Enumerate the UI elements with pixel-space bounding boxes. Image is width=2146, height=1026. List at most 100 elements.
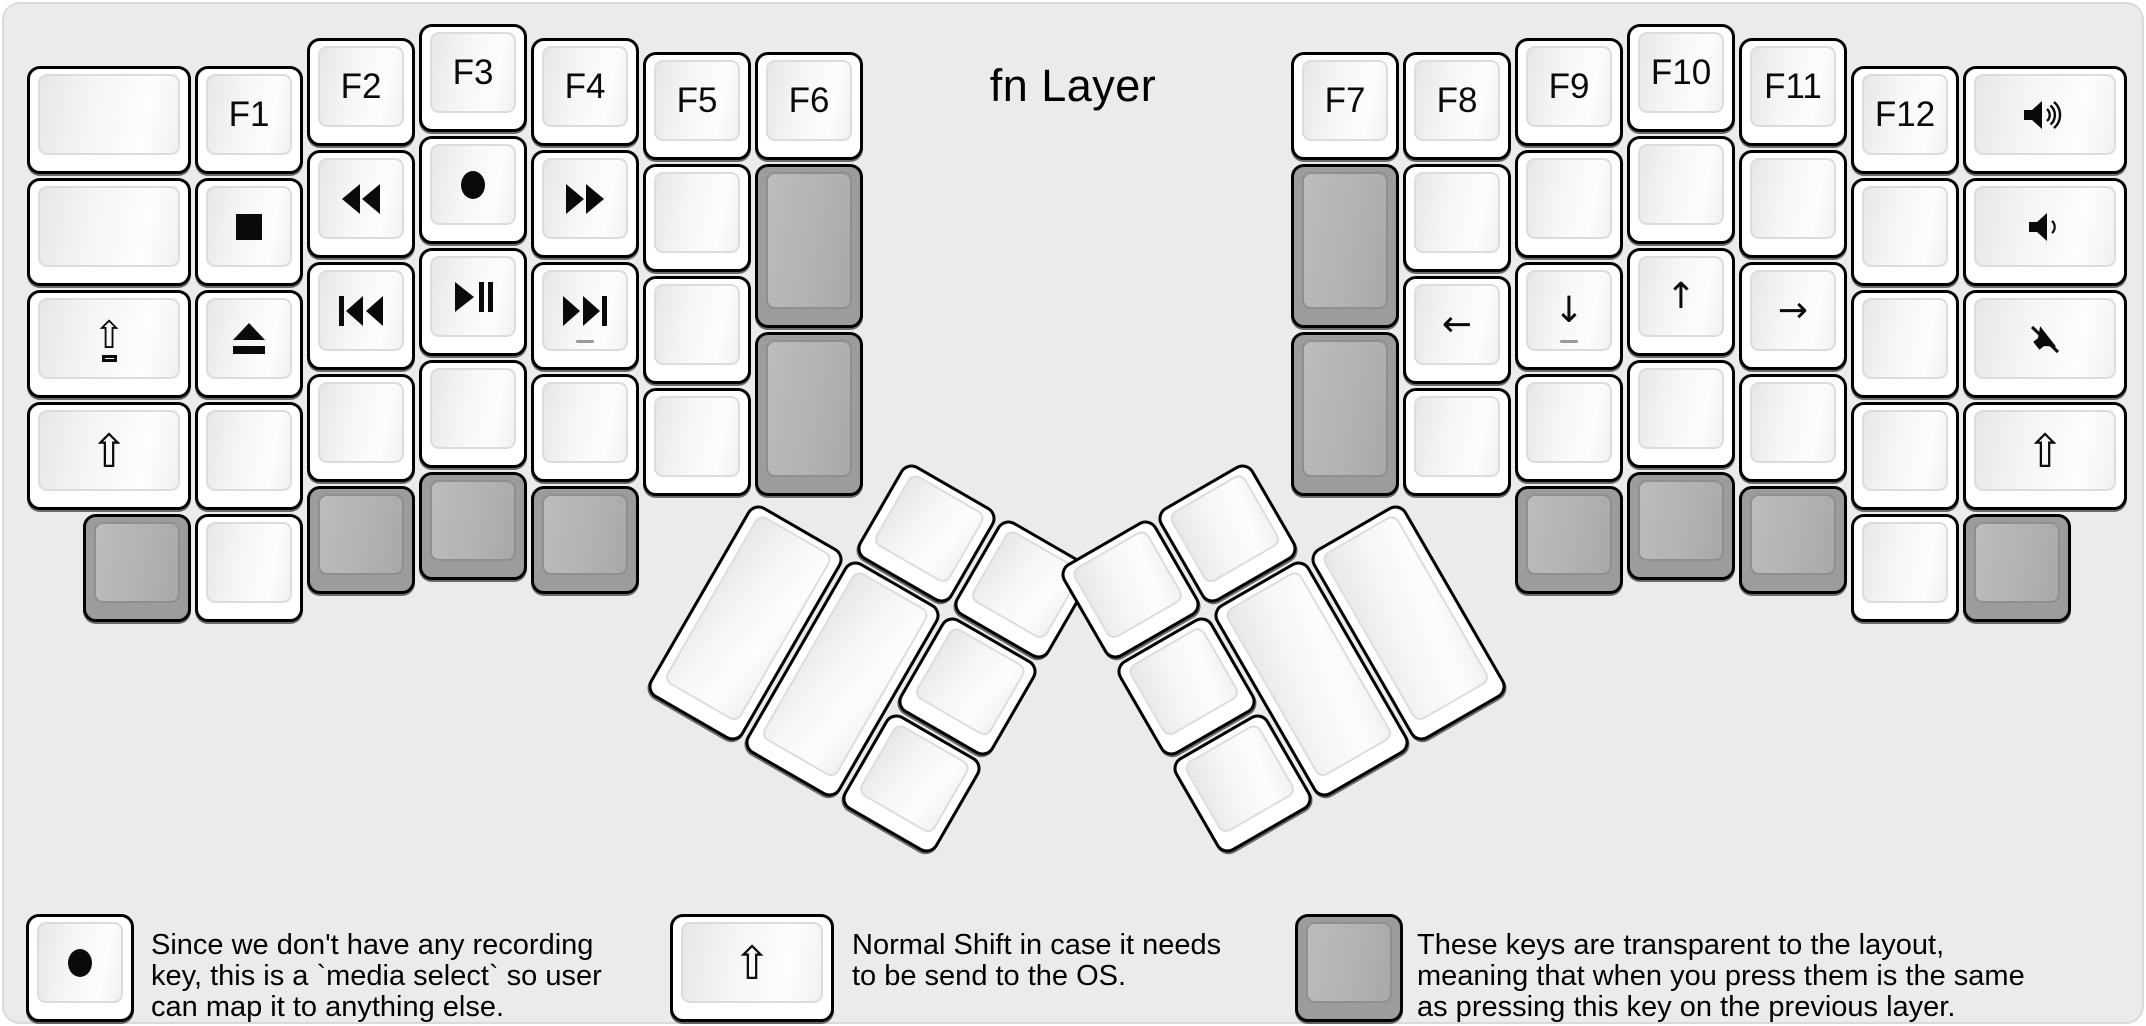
key-blank[interactable]: [1403, 388, 1511, 496]
key-arrow-right[interactable]: →: [1739, 262, 1847, 370]
key-transparent[interactable]: [83, 514, 191, 622]
key-label: ←: [1441, 303, 1473, 345]
key-cap: [1862, 522, 1948, 603]
key-label: F3: [452, 52, 494, 92]
key-media-select[interactable]: [419, 136, 527, 244]
key-blank[interactable]: [643, 388, 751, 496]
record-icon: [63, 945, 97, 981]
key-label: F5: [676, 80, 718, 120]
key-cap: [430, 144, 516, 225]
key-cap: [430, 256, 516, 337]
key-blank[interactable]: [1739, 374, 1847, 482]
key-transparent[interactable]: [307, 486, 415, 594]
key-blank[interactable]: [1851, 514, 1959, 622]
key-blank[interactable]: [643, 164, 751, 272]
key-blank[interactable]: [307, 374, 415, 482]
key-play-pause[interactable]: [419, 248, 527, 356]
key-stop[interactable]: [195, 178, 303, 286]
key-caps-lock[interactable]: ⇧: [27, 290, 191, 398]
key-transparent[interactable]: [1963, 514, 2071, 622]
key-transparent[interactable]: [755, 164, 863, 328]
key-blank[interactable]: [1515, 150, 1623, 258]
key-blank[interactable]: [27, 178, 191, 286]
shift-icon: ⇧: [89, 423, 129, 478]
key-prev-track[interactable]: [307, 262, 415, 370]
key-cap: [318, 270, 404, 351]
key-f5[interactable]: F5: [643, 52, 751, 160]
key-blank[interactable]: [27, 66, 191, 174]
key-cap: [542, 494, 628, 575]
eject-icon: [230, 322, 268, 356]
key-cap: →: [1750, 270, 1836, 351]
key-label: F6: [788, 80, 830, 120]
key-arrow-up[interactable]: ↑: [1627, 248, 1735, 356]
key-blank[interactable]: [643, 276, 751, 384]
key-eject[interactable]: [195, 290, 303, 398]
key-label: F11: [1764, 66, 1822, 106]
key-blank[interactable]: [1739, 150, 1847, 258]
key-transparent[interactable]: [419, 472, 527, 580]
key-volume-up[interactable]: [1963, 66, 2127, 174]
key-f6[interactable]: F6: [755, 52, 863, 160]
key-cap: [1862, 410, 1948, 491]
key-f8[interactable]: F8: [1403, 52, 1511, 160]
key-volume-down[interactable]: [1963, 178, 2127, 286]
key-cap: F1: [206, 74, 292, 155]
legend-line: Normal Shift in case it needs: [852, 929, 1222, 961]
key-f9[interactable]: F9: [1515, 38, 1623, 146]
key-mute[interactable]: [1963, 290, 2127, 398]
key-transparent[interactable]: [1739, 486, 1847, 594]
key-blank[interactable]: [195, 402, 303, 510]
key-f11[interactable]: F11: [1739, 38, 1847, 146]
key-f12[interactable]: F12: [1851, 66, 1959, 174]
key-f7[interactable]: F7: [1291, 52, 1399, 160]
key-cap: ↓: [1526, 270, 1612, 351]
key-transparent[interactable]: [1515, 486, 1623, 594]
key-cap: [654, 172, 740, 253]
key-shift-left[interactable]: ⇧: [27, 402, 191, 510]
key-transparent[interactable]: [1291, 332, 1399, 496]
key-blank[interactable]: [1851, 290, 1959, 398]
key-blank[interactable]: [1851, 178, 1959, 286]
key-rewind[interactable]: [307, 150, 415, 258]
key-f1[interactable]: F1: [195, 66, 303, 174]
fast-forward-icon: [565, 183, 605, 215]
key-cap: ⇧: [38, 410, 180, 491]
key-cap: [38, 186, 180, 267]
key-transparent[interactable]: [755, 332, 863, 496]
key-f10[interactable]: F10: [1627, 24, 1735, 132]
key-blank[interactable]: [531, 374, 639, 482]
key-transparent[interactable]: [1291, 164, 1399, 328]
key-f3[interactable]: F3: [419, 24, 527, 132]
key-cap: F9: [1526, 46, 1612, 127]
legend-line: key, this is a `media select` so user: [151, 960, 602, 992]
key-transparent[interactable]: [1627, 472, 1735, 580]
key-cap: F10: [1638, 32, 1724, 113]
key-f4[interactable]: F4: [531, 38, 639, 146]
key-blank[interactable]: [1515, 374, 1623, 482]
key-blank[interactable]: [1627, 360, 1735, 468]
key-blank[interactable]: [1627, 136, 1735, 244]
key-cap: [1302, 340, 1388, 477]
key-transparent[interactable]: [531, 486, 639, 594]
key-blank[interactable]: [195, 514, 303, 622]
key-label: F10: [1650, 52, 1712, 92]
key-f2[interactable]: F2: [307, 38, 415, 146]
key-cap: [430, 368, 516, 449]
prev-track-icon: [338, 295, 384, 327]
key-blank[interactable]: [419, 360, 527, 468]
key-fast-forward[interactable]: [531, 150, 639, 258]
key-arrow-down[interactable]: ↓: [1515, 262, 1623, 370]
key-cap: [430, 480, 516, 561]
key-arrow-left[interactable]: ←: [1403, 276, 1511, 384]
key-blank[interactable]: [1403, 164, 1511, 272]
key-shift-right[interactable]: ⇧: [1963, 402, 2127, 510]
key-cap: [1414, 396, 1500, 477]
key-cap: [206, 298, 292, 379]
key-next-track[interactable]: [531, 262, 639, 370]
key-blank[interactable]: [1851, 402, 1959, 510]
key-cap: [1638, 368, 1724, 449]
key-cap: [1750, 158, 1836, 239]
key-cap: F5: [654, 60, 740, 141]
